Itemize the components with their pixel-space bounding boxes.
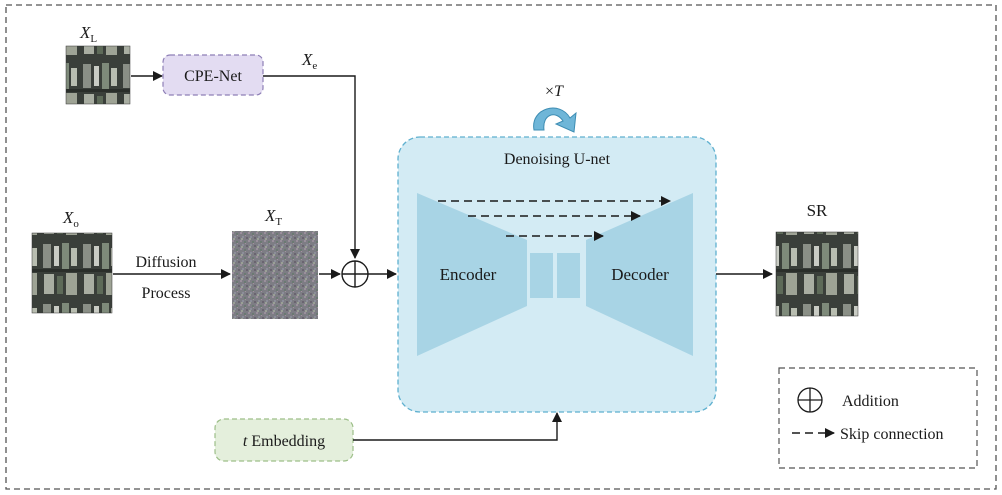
addition-operator: [341, 260, 369, 288]
diffusion-label-line2: Process: [142, 285, 191, 302]
cpe-to-add-arrow: [263, 75, 360, 259]
legend-addition-icon: [797, 387, 823, 413]
sr-label: SR: [807, 201, 828, 220]
t-embedding-to-unet-arrow: [353, 412, 562, 441]
xo-label: Xo: [62, 208, 79, 230]
encoder-label: Encoder: [440, 265, 497, 284]
diffusion-label-line1: Diffusion: [135, 254, 196, 271]
bottleneck-block-right: [557, 253, 580, 298]
cpe-net-label: CPE-Net: [184, 68, 242, 85]
xo-image: [31, 232, 113, 314]
legend-addition-label: Addition: [842, 393, 899, 410]
xe-label: Xe: [301, 50, 317, 72]
sr-image: [775, 231, 859, 317]
encoder-block: [417, 193, 527, 356]
loop-arrow-icon: [533, 107, 577, 133]
bottleneck-block-left: [530, 253, 553, 298]
cpe-net-box: [162, 54, 264, 96]
xt-label: XT: [264, 206, 282, 228]
outer-frame: [5, 4, 997, 490]
decoder-block: [586, 193, 693, 356]
t-embedding-label: t Embedding: [243, 433, 325, 450]
legend-box: [778, 367, 978, 469]
xl-label: XL: [79, 23, 97, 45]
decoder-label: Decoder: [611, 265, 669, 284]
loop-label: ×T: [545, 83, 564, 100]
legend-skip-label: Skip connection: [840, 426, 944, 443]
xl-image: [65, 45, 131, 105]
xt-noise-image: [232, 231, 318, 319]
unet-title: Denoising U-net: [504, 151, 611, 168]
